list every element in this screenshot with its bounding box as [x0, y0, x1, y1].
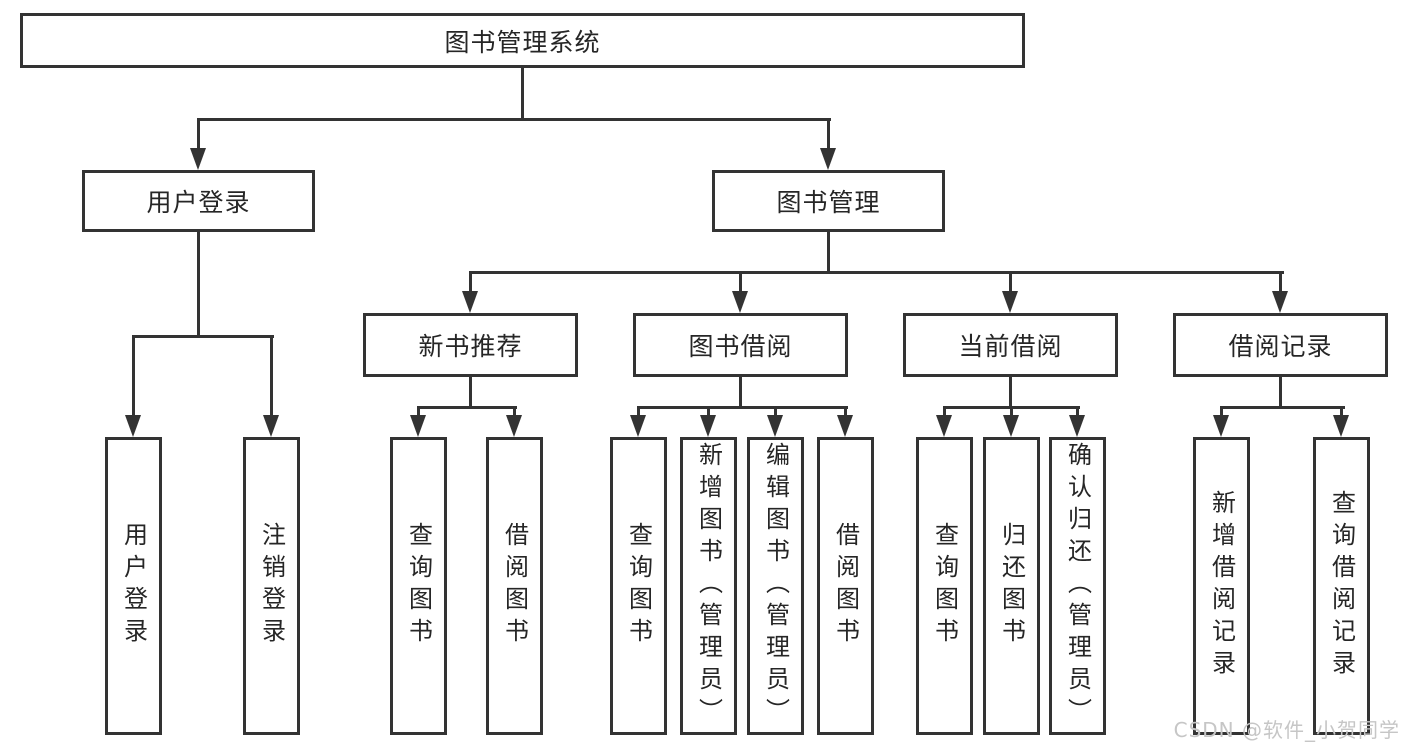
leaf-borrow-books-borrow-label: 借阅图书	[831, 522, 860, 650]
node-book-borrow-label: 图书借阅	[688, 332, 793, 361]
csdn-watermark: CSDN @软件_小贺同学	[1173, 718, 1400, 742]
node-new-book-recommend-label: 新书推荐	[418, 332, 523, 361]
connector-line	[1220, 406, 1345, 409]
leaf-edit-books-admin-label: 编辑图书（管理员）	[761, 442, 790, 730]
leaf-edit-books-admin: 编辑图书（管理员）	[747, 437, 804, 735]
connector-line	[197, 118, 831, 121]
leaf-user-login-label: 用户登录	[119, 522, 148, 650]
leaf-borrow-books-borrow: 借阅图书	[817, 437, 874, 735]
arrow-down-icon	[462, 291, 478, 313]
leaf-query-borrow-record-label: 查询借阅记录	[1327, 490, 1356, 682]
arrow-down-icon	[190, 148, 206, 170]
connector-line	[132, 335, 274, 338]
connector-line	[1279, 271, 1282, 296]
arrow-down-icon	[1003, 415, 1019, 437]
leaf-query-books-borrow-label: 查询图书	[624, 522, 653, 650]
connector-line	[637, 406, 848, 409]
arrow-down-icon	[630, 415, 646, 437]
leaf-logout: 注销登录	[243, 437, 300, 735]
leaf-add-borrow-record-label: 新增借阅记录	[1207, 490, 1236, 682]
leaf-query-books-newbooks: 查询图书	[390, 437, 447, 735]
arrow-down-icon	[837, 415, 853, 437]
connector-line	[417, 406, 517, 409]
connector-line	[1009, 271, 1012, 296]
connector-line	[132, 335, 135, 420]
connector-line	[827, 118, 830, 151]
connector-line	[1279, 377, 1282, 407]
arrow-down-icon	[1333, 415, 1349, 437]
leaf-query-borrow-record: 查询借阅记录	[1313, 437, 1370, 735]
connector-line	[1009, 377, 1012, 407]
leaf-add-books-admin-label: 新增图书（管理员）	[694, 442, 723, 730]
arrow-down-icon	[125, 415, 141, 437]
leaf-borrow-books-newbooks: 借阅图书	[486, 437, 543, 735]
leaf-return-books: 归还图书	[983, 437, 1040, 735]
node-book-management: 图书管理	[712, 170, 945, 232]
connector-line	[1340, 406, 1343, 418]
node-root: 图书管理系统	[20, 13, 1025, 68]
connector-line	[844, 406, 847, 418]
connector-line	[637, 406, 640, 418]
node-borrow-records: 借阅记录	[1173, 313, 1388, 377]
leaf-add-books-admin: 新增图书（管理员）	[680, 437, 737, 735]
connector-line	[469, 271, 1284, 274]
leaf-query-books-borrow: 查询图书	[610, 437, 667, 735]
arrow-down-icon	[700, 415, 716, 437]
node-new-book-recommend: 新书推荐	[363, 313, 578, 377]
arrow-down-icon	[936, 415, 952, 437]
leaf-query-books-newbooks-label: 查询图书	[404, 522, 433, 650]
arrow-down-icon	[1069, 415, 1085, 437]
connector-line	[513, 406, 516, 418]
connector-line	[774, 406, 777, 418]
connector-line	[739, 377, 742, 407]
arrow-down-icon	[1272, 291, 1288, 313]
connector-line	[739, 271, 742, 296]
connector-line	[707, 406, 710, 418]
leaf-confirm-return-admin: 确认归还（管理员）	[1049, 437, 1106, 735]
connector-line	[943, 406, 946, 418]
leaf-borrow-books-newbooks-label: 借阅图书	[500, 522, 529, 650]
connector-line	[197, 118, 200, 151]
arrow-down-icon	[506, 415, 522, 437]
leaf-confirm-return-admin-label: 确认归还（管理员）	[1063, 442, 1092, 730]
arrow-down-icon	[410, 415, 426, 437]
connector-line	[270, 335, 273, 420]
leaf-return-books-label: 归还图书	[997, 522, 1026, 650]
connector-line	[469, 377, 472, 407]
leaf-user-login: 用户登录	[105, 437, 162, 735]
leaf-add-borrow-record: 新增借阅记录	[1193, 437, 1250, 735]
node-root-label: 图书管理系统	[444, 27, 601, 57]
connector-line	[827, 232, 830, 271]
connector-line	[521, 68, 524, 118]
arrow-down-icon	[1213, 415, 1229, 437]
connector-line	[469, 271, 472, 296]
connector-line	[417, 406, 420, 418]
node-current-borrow: 当前借阅	[903, 313, 1118, 377]
connector-line	[1010, 406, 1013, 418]
leaf-query-books-current: 查询图书	[916, 437, 973, 735]
connector-line	[1076, 406, 1079, 418]
connector-line	[197, 232, 200, 335]
arrow-down-icon	[263, 415, 279, 437]
arrow-down-icon	[732, 291, 748, 313]
node-user-login: 用户登录	[82, 170, 315, 232]
connector-line	[1220, 406, 1223, 418]
node-borrow-records-label: 借阅记录	[1228, 332, 1333, 361]
arrow-down-icon	[820, 148, 836, 170]
leaf-logout-label: 注销登录	[257, 522, 286, 650]
arrow-down-icon	[767, 415, 783, 437]
leaf-query-books-current-label: 查询图书	[930, 522, 959, 650]
node-user-login-label: 用户登录	[146, 188, 251, 217]
node-book-management-label: 图书管理	[776, 188, 881, 217]
arrow-down-icon	[1002, 291, 1018, 313]
node-book-borrow: 图书借阅	[633, 313, 848, 377]
node-current-borrow-label: 当前借阅	[958, 332, 1063, 361]
